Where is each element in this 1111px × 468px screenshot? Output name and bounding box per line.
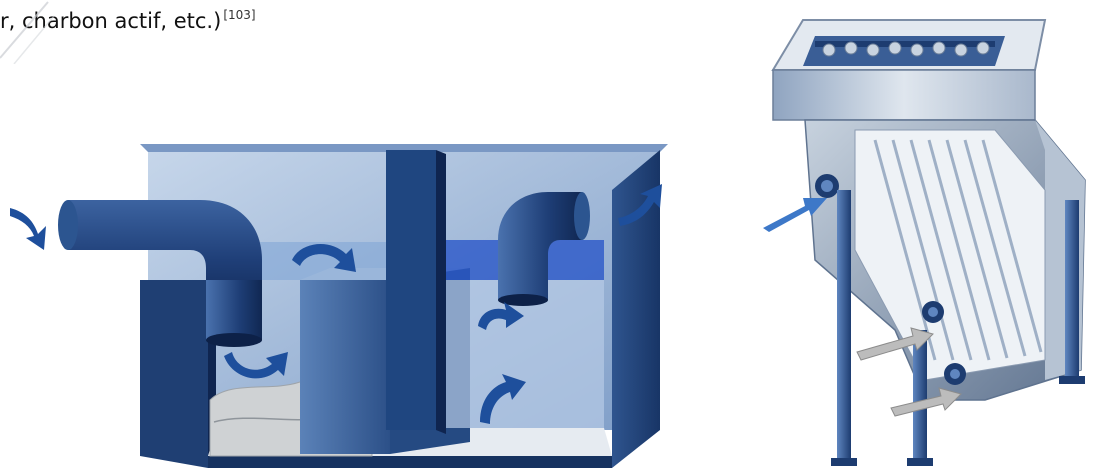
divider-wall (386, 150, 446, 434)
lamella-settler-illustration (745, 0, 1111, 468)
scan-mark-icon (0, 0, 58, 64)
lamella-plate-pack (855, 130, 1045, 380)
top-trough (773, 20, 1045, 120)
separator-tank-illustration (0, 130, 700, 468)
reference-marker: [103] (223, 8, 255, 22)
